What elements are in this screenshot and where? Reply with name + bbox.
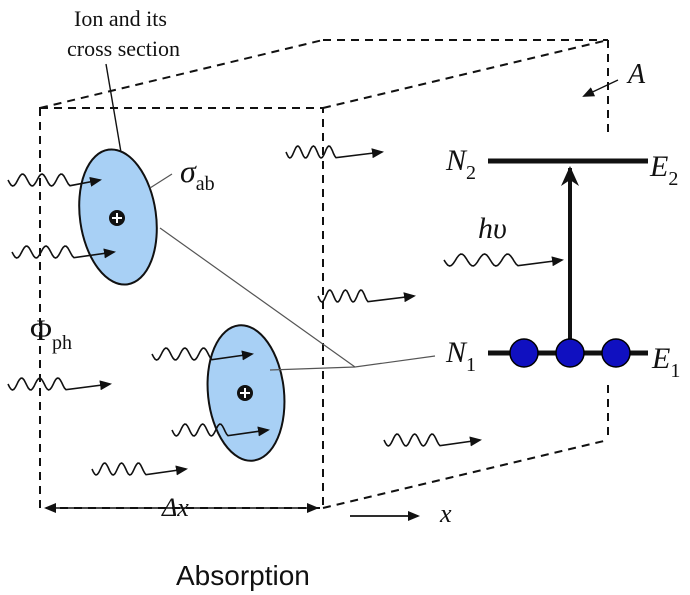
photon-wave (383, 433, 482, 447)
x-axis-label: x (439, 499, 452, 528)
sigma-leader (149, 173, 173, 189)
box-top-left-edge (39, 39, 324, 109)
area-label: A (626, 59, 646, 90)
photon-wave (7, 377, 112, 391)
figure-caption: Absorption (176, 560, 310, 591)
area-leader (582, 79, 619, 97)
box-bottom-right-edge (322, 439, 609, 509)
photon-wave (443, 253, 564, 267)
ion-label-line2: cross section (67, 36, 180, 61)
e1-label: E1 (651, 342, 680, 382)
ion-lower (206, 324, 286, 462)
volume-box (39, 39, 609, 509)
photon-wave (285, 145, 384, 159)
sigma-ab-label: σab (180, 153, 215, 195)
photon-wave (317, 289, 416, 303)
electron (555, 338, 585, 368)
photon-wave (91, 462, 188, 476)
photon-waves (7, 145, 564, 476)
energy-level-diagram: N2 E2 N1 E1 hυ (445, 144, 680, 382)
box-front-face (39, 107, 324, 509)
photon-wave (11, 245, 116, 259)
n2-label: N2 (445, 144, 476, 184)
photon-wave (151, 347, 254, 361)
delta-x-label: Δx (161, 493, 189, 522)
ion-upper (78, 148, 158, 286)
photon-wave (7, 173, 102, 187)
photon-wave (171, 423, 270, 437)
ion-to-level-leader-2 (269, 366, 356, 371)
photon-energy-label: hυ (478, 212, 507, 245)
electron (509, 338, 539, 368)
box-top-right-edge (322, 39, 609, 109)
ion-to-level-leader (159, 227, 436, 368)
ion-label-line1: Ion and its (74, 6, 167, 31)
n1-label: N1 (445, 336, 476, 376)
electron (601, 338, 631, 368)
photon-flux-label: Φph (30, 314, 72, 354)
e2-label: E2 (649, 150, 678, 190)
